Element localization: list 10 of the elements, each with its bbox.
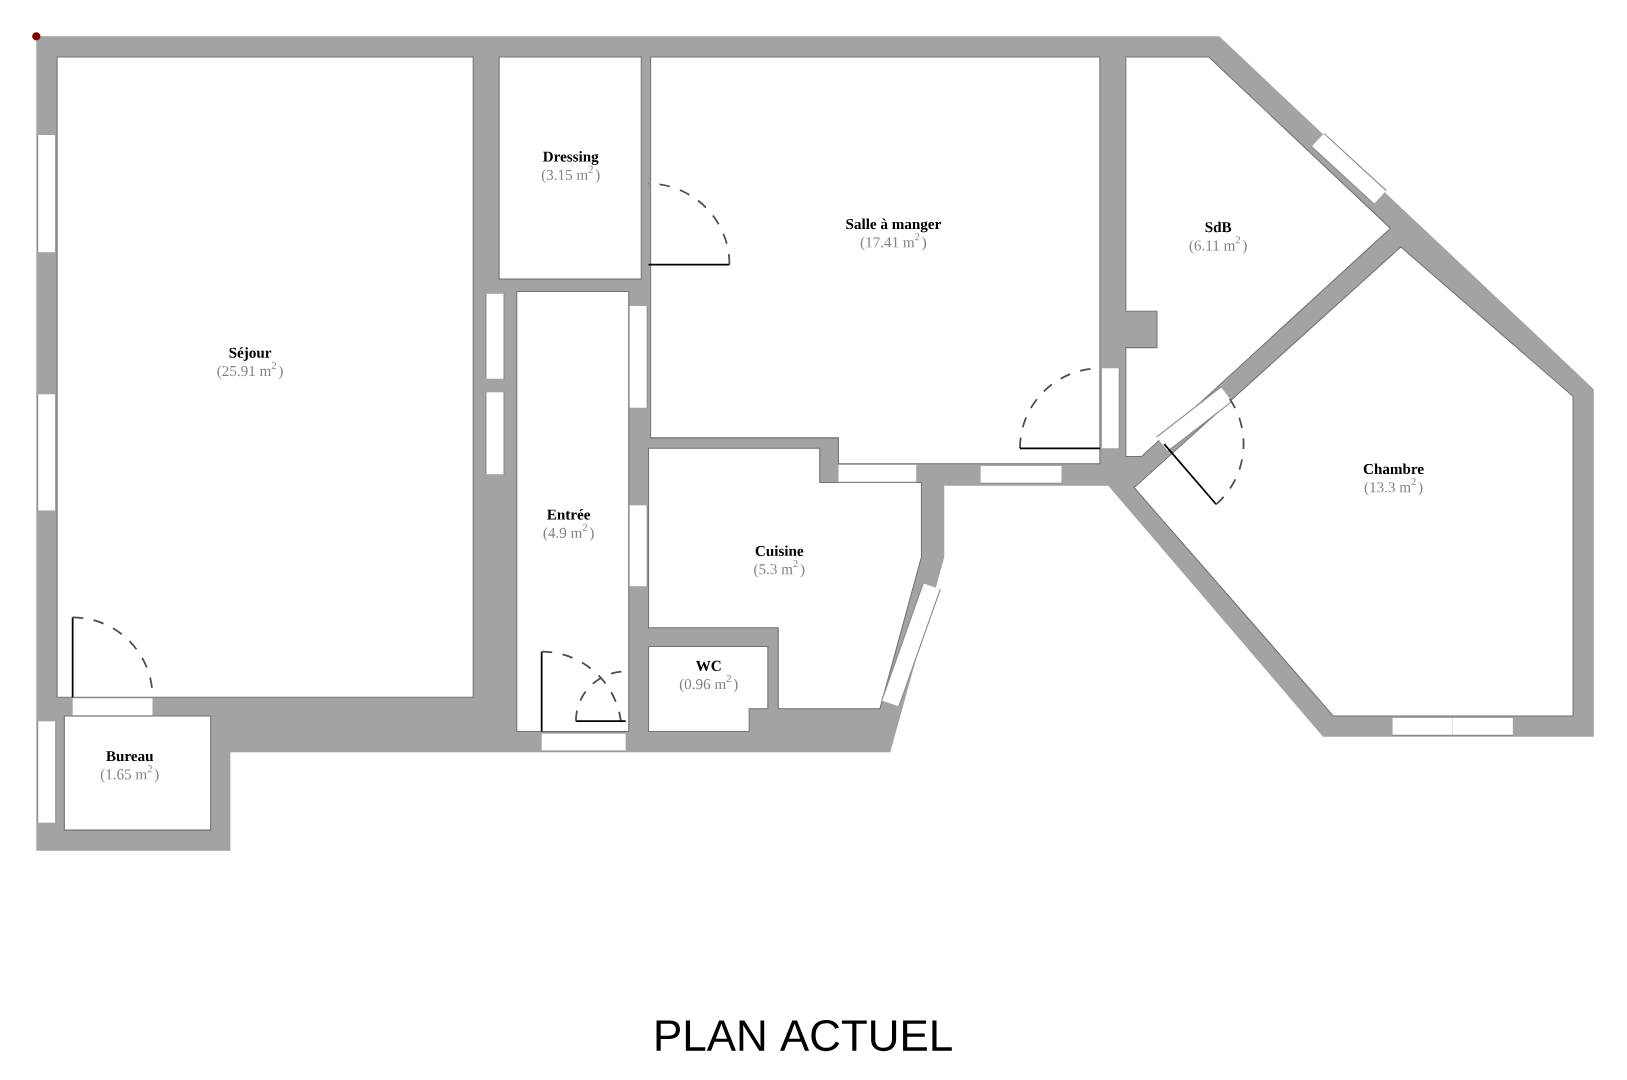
room-label: Entrée (4.9 m$^{2}$)	[543, 509, 594, 541]
room-label: SdB (6.11 m$^{2}$)	[1189, 221, 1247, 254]
room-label: Dressing (3.15 m$^{2}$)	[541, 151, 600, 183]
room-label: Séjour (25.91 m$^{2}$)	[217, 347, 283, 380]
caption: PLAN ACTUEL	[656, 1019, 952, 1052]
room-label: Bureau (1.65 m$^{2}$)	[100, 751, 159, 783]
room-label: WC (0.96 m$^{2}$)	[679, 660, 738, 693]
room-label: Chambre (13.3 m$^{2}$)	[1363, 463, 1424, 496]
room-label: Cuisine (5.3 m$^{2}$)	[754, 545, 805, 578]
room-label: Salle à manger (17.41 m$^{2}$)	[846, 218, 941, 251]
